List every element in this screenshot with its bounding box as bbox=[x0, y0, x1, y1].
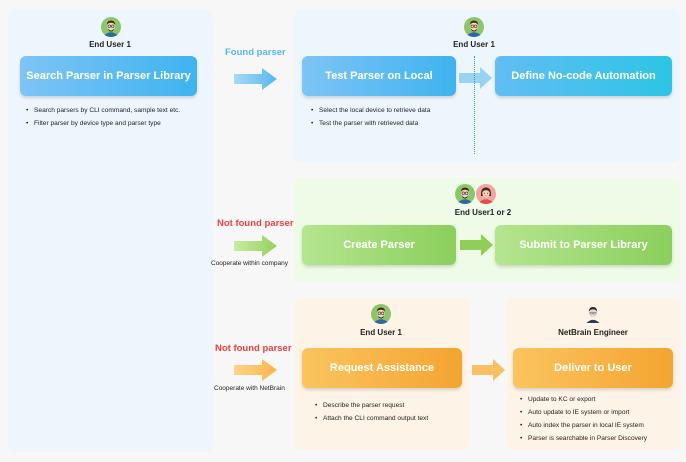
search-user-label: End User 1 bbox=[89, 40, 131, 49]
list-item: Describe the parser request bbox=[314, 399, 428, 412]
engineer-label: NetBrain Engineer bbox=[558, 328, 628, 337]
create-to-submit-arrow-icon bbox=[460, 234, 493, 256]
list-item: Attach the CLI command output text bbox=[314, 412, 428, 425]
deliver-bullets: Update to KC or export Auto update to IE… bbox=[519, 393, 647, 445]
create-parser-button[interactable]: Create Parser bbox=[302, 225, 456, 265]
end-user-avatar-icon bbox=[101, 17, 121, 37]
create-not-found-label: Not found parser bbox=[217, 218, 294, 229]
test-to-define-arrow-icon bbox=[459, 67, 492, 89]
list-item: Parser is searchable in Parser Discovery bbox=[519, 432, 647, 445]
assist-arrow-icon bbox=[234, 359, 277, 381]
request-assistance-button[interactable]: Request Assistance bbox=[302, 348, 462, 388]
create-user-label: End User1 or 2 bbox=[454, 208, 512, 217]
search-bullets: Search parsers by CLI command, sample te… bbox=[25, 104, 180, 130]
create-sublabel: Cooperate within company bbox=[211, 260, 288, 267]
found-arrow-icon bbox=[234, 68, 277, 90]
list-item: Filter parser by device type and parser … bbox=[25, 117, 180, 130]
define-automation-button[interactable]: Define No-code Automation bbox=[495, 56, 672, 96]
request-user-label: End User 1 bbox=[360, 328, 402, 337]
list-item: Search parsers by CLI command, sample te… bbox=[25, 104, 180, 117]
request-to-deliver-arrow-icon bbox=[472, 359, 505, 381]
list-item: Update to KC or export bbox=[519, 393, 647, 406]
request-bullets: Describe the parser request Attach the C… bbox=[314, 399, 428, 425]
search-parser-button[interactable]: Search Parser in Parser Library bbox=[20, 56, 197, 96]
end-user-avatar-icon bbox=[455, 184, 475, 204]
assist-not-found-label: Not found parser bbox=[215, 343, 292, 354]
netbrain-engineer-avatar-icon bbox=[583, 304, 603, 324]
test-bullets: Select the local device to retrieve data… bbox=[310, 104, 430, 130]
submit-parser-button[interactable]: Submit to Parser Library bbox=[495, 225, 672, 265]
test-user-label: End User 1 bbox=[453, 40, 495, 49]
list-item: Auto update to IE system or import bbox=[519, 406, 647, 419]
deliver-to-user-button[interactable]: Deliver to User bbox=[513, 348, 673, 388]
end-user-avatar-icon bbox=[464, 17, 484, 37]
list-item: Auto index the parser in local IE system bbox=[519, 419, 647, 432]
list-item: Test the parser with retrieved data bbox=[310, 117, 430, 130]
divider bbox=[474, 56, 475, 154]
end-user-avatar-icon bbox=[371, 304, 391, 324]
create-arrow-icon bbox=[234, 235, 277, 257]
found-parser-label: Found parser bbox=[225, 47, 286, 58]
end-user-2-avatar-icon bbox=[476, 184, 496, 204]
test-parser-button[interactable]: Test Parser on Local bbox=[302, 56, 456, 96]
assist-sublabel: Cooperate with NetBrain bbox=[214, 385, 285, 392]
list-item: Select the local device to retrieve data bbox=[310, 104, 430, 117]
